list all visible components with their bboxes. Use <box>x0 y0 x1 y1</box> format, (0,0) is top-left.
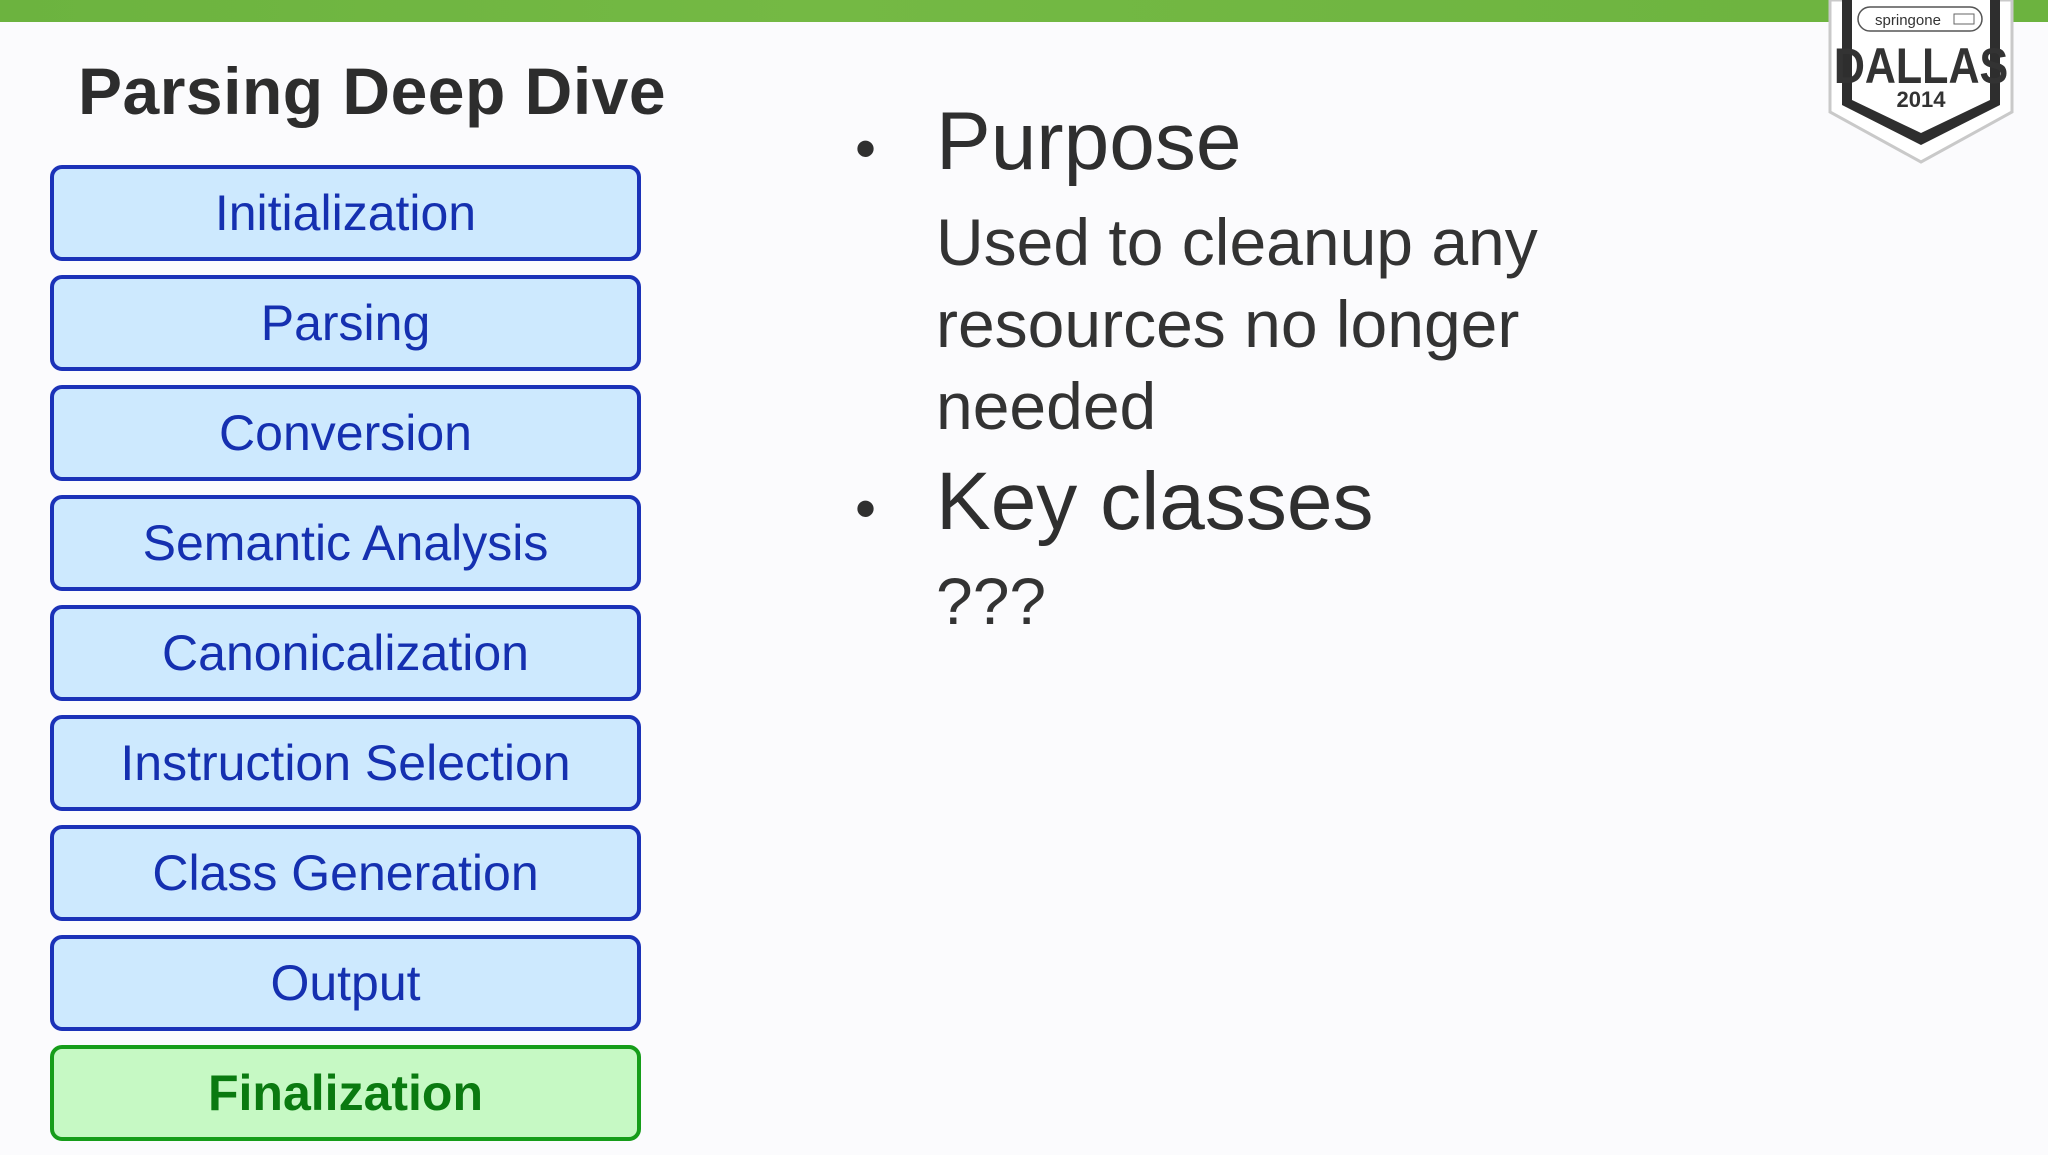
stage-initialization: Initialization <box>50 165 641 261</box>
springone-dallas-badge-logo: springone DALLAS 2014 <box>1828 0 2014 164</box>
badge-brand: springone <box>1875 12 1941 29</box>
badge-city: DALLAS <box>1834 38 2008 94</box>
bullet-purpose: • Purpose <box>855 95 1755 189</box>
bullet-key-classes: • Key classes <box>855 455 1755 549</box>
bullet-dot-icon: • <box>855 475 877 543</box>
stage-finalization: Finalization <box>50 1045 641 1141</box>
keyclasses-heading: Key classes <box>936 456 1374 548</box>
purpose-line-1: Used to cleanup any <box>936 205 1538 280</box>
purpose-heading: Purpose <box>936 96 1242 187</box>
pipeline-stage-list: Initialization Parsing Conversion Semant… <box>50 165 641 1155</box>
slide-content: • Purpose Used to cleanup any resources … <box>855 95 1755 642</box>
top-accent-bar <box>0 0 2048 22</box>
purpose-line-2: resources no longer <box>936 287 1520 362</box>
stage-parsing: Parsing <box>50 275 641 371</box>
keyclasses-description: ??? <box>936 563 1047 638</box>
slide-title: Parsing Deep Dive <box>78 54 667 128</box>
stage-class-generation: Class Generation <box>50 825 641 921</box>
bullet-dot-icon: • <box>855 115 877 182</box>
purpose-line-3: needed <box>936 369 1157 444</box>
purpose-description: Used to cleanup any resources no longer … <box>936 201 1755 447</box>
stage-conversion: Conversion <box>50 385 641 481</box>
stage-output: Output <box>50 935 641 1031</box>
stage-instruction-selection: Instruction Selection <box>50 715 641 811</box>
badge-year: 2014 <box>1897 87 1947 112</box>
stage-canonicalization: Canonicalization <box>50 605 641 701</box>
stage-semantic-analysis: Semantic Analysis <box>50 495 641 591</box>
